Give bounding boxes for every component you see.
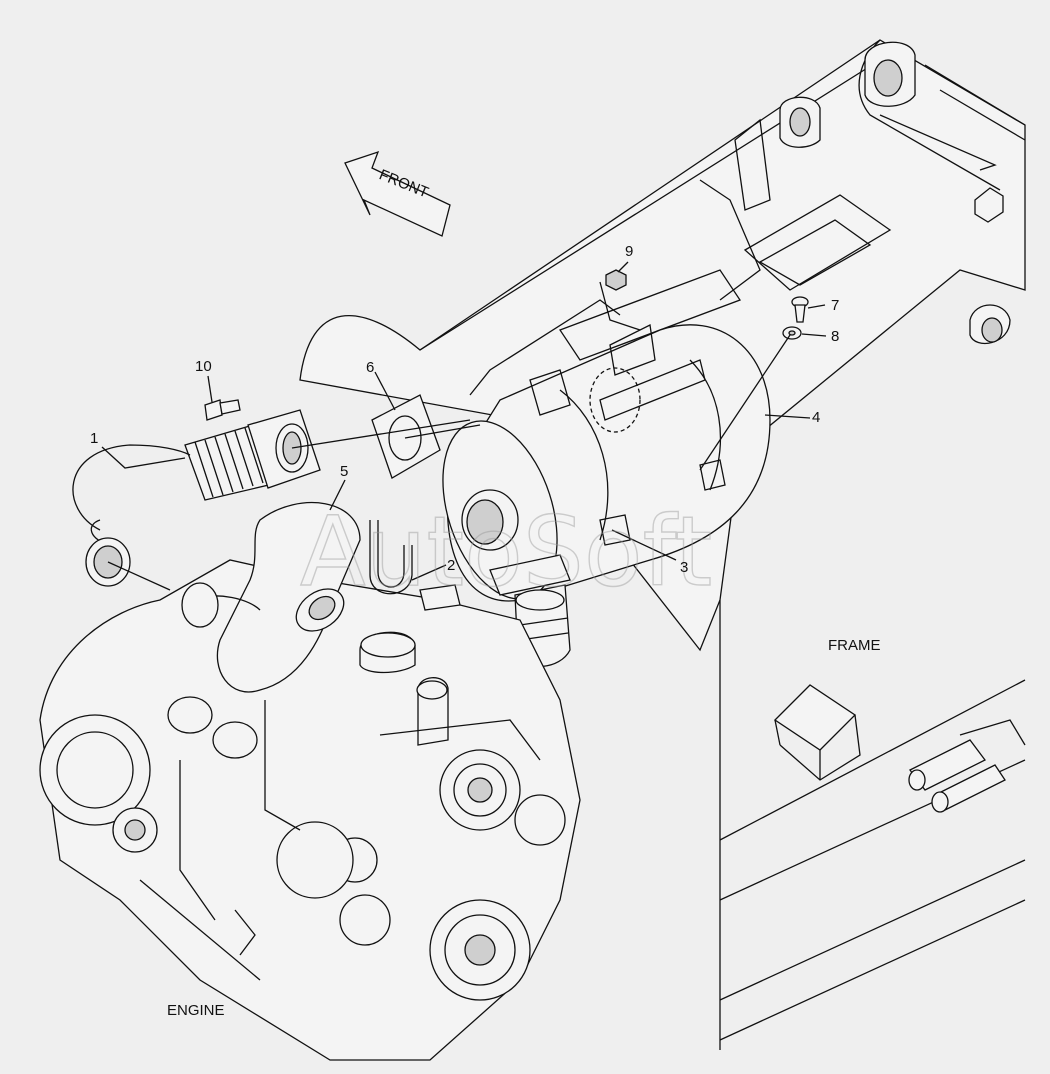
intake-pipe (181, 501, 361, 693)
engine-block (39, 559, 581, 1061)
frame-label: FRAME (828, 637, 881, 654)
callout-labels: 1 2 3 4 5 6 7 8 9 10 FRAME ENGINE (90, 243, 881, 1019)
callout-4: 4 (812, 409, 820, 426)
callout-3: 3 (680, 559, 688, 576)
gasket (371, 394, 441, 479)
callout-2: 2 (447, 557, 455, 574)
frame-mount-bracket (773, 684, 861, 781)
watermark: AutoSoft (300, 496, 712, 608)
callout-5: 5 (340, 463, 348, 480)
callout-6: 6 (366, 359, 374, 376)
frame-bushings (734, 41, 1011, 344)
u-bolt (369, 520, 413, 595)
callout-leaders (101, 261, 827, 591)
bellows-hose (72, 409, 321, 587)
callout-8: 8 (831, 328, 839, 345)
washer-8 (782, 326, 802, 340)
callout-10: 10 (195, 358, 212, 375)
bolt-7 (791, 296, 809, 323)
callout-9: 9 (625, 243, 633, 260)
bolt-10 (204, 399, 241, 421)
air-cleaner-assembly (442, 324, 771, 668)
engine-label: ENGINE (167, 1002, 225, 1019)
nut-9 (605, 269, 627, 291)
frame-fittings (908, 719, 1026, 813)
callout-7: 7 (831, 297, 839, 314)
callout-1: 1 (90, 430, 98, 447)
front-direction-arrow: FRONT (344, 150, 451, 237)
